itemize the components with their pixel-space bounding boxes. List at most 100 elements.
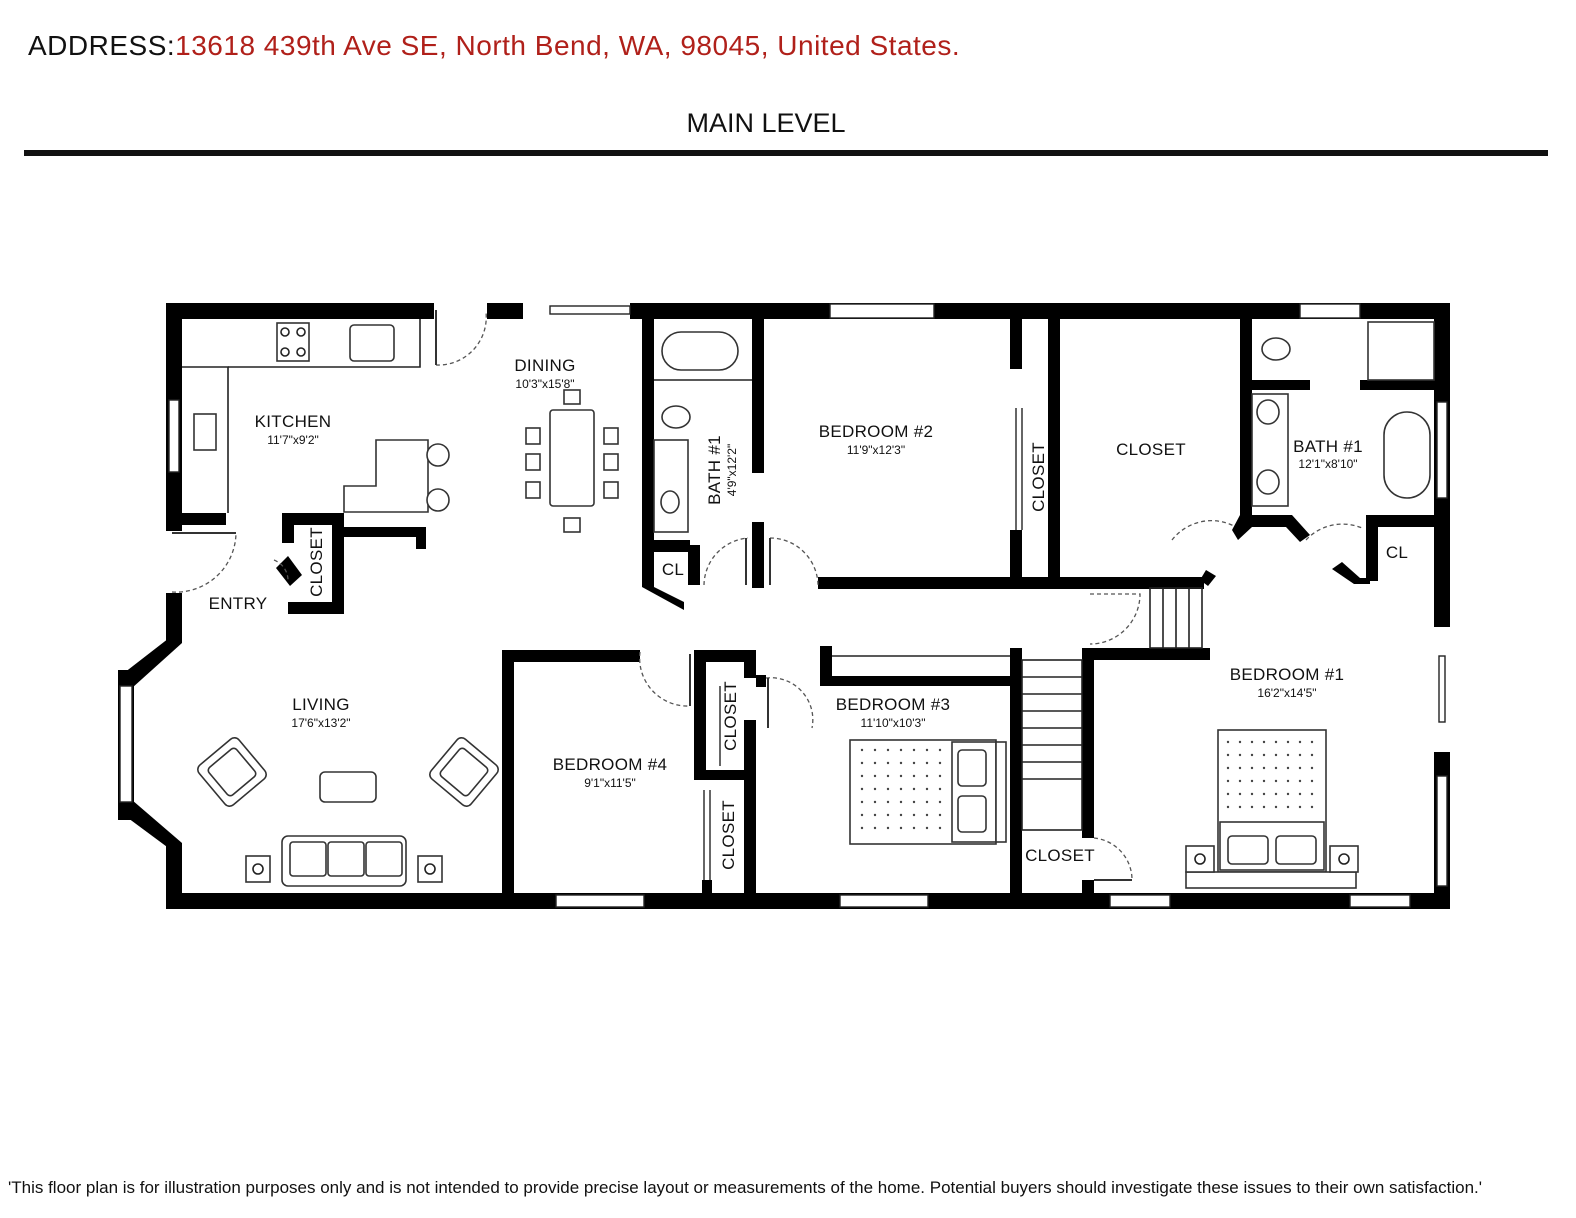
bed-pattern-dot (1286, 792, 1290, 796)
bed-pattern-dot (899, 774, 903, 778)
bed-pattern-dot (860, 748, 864, 752)
bedroom2-label: BEDROOM #2 (819, 422, 933, 441)
stairs (832, 587, 1203, 831)
level-title: MAIN LEVEL (686, 108, 846, 138)
bed-pattern-dot (899, 787, 903, 791)
title-divider (24, 150, 1548, 156)
windows (119, 303, 1448, 908)
bed-pattern-dot (938, 813, 942, 817)
bed-pattern-dot (1238, 740, 1242, 744)
bed-pattern-dot (1310, 792, 1314, 796)
living-dim: 17'6"x13'2" (291, 716, 350, 730)
bed-pattern-dot (1310, 753, 1314, 757)
bed-pattern-dot (873, 774, 877, 778)
bed-pattern-dot (873, 748, 877, 752)
cl-master-label: CL (1386, 543, 1408, 562)
bed-pattern-dot (860, 761, 864, 765)
bed-pattern-dot (1250, 753, 1254, 757)
bed-pattern-dot (873, 813, 877, 817)
bed-pattern-dot (1238, 805, 1242, 809)
bed-pattern-dot (1274, 753, 1278, 757)
bed-pattern-dot (1310, 805, 1314, 809)
bed-pattern-dot (938, 748, 942, 752)
bed-pattern-dot (1298, 779, 1302, 783)
bed-pattern-dot (1238, 766, 1242, 770)
bed-pattern-dot (899, 826, 903, 830)
bed-pattern-dot (925, 800, 929, 804)
bed-pattern-dot (1274, 792, 1278, 796)
bed-pattern-dot (860, 787, 864, 791)
bed-pattern-dot (1226, 766, 1230, 770)
entry-label: ENTRY (209, 594, 268, 613)
bed-pattern-dot (925, 813, 929, 817)
living-furniture (197, 737, 499, 887)
bed-pattern-dot (1250, 779, 1254, 783)
bed-pattern-dot (860, 826, 864, 830)
bed-bedroom1 (1185, 729, 1359, 889)
bed-pattern-dot (1298, 792, 1302, 796)
bath1b-label: BATH #1 (1293, 437, 1363, 456)
bed-pattern-dot (1310, 779, 1314, 783)
bed-pattern-dot (1226, 792, 1230, 796)
bath1a-dim: 4'9"x12'2" (725, 444, 739, 496)
bed-pattern-dot (912, 813, 916, 817)
address-label: ADDRESS: (28, 30, 176, 61)
bed-pattern-dot (938, 826, 942, 830)
bed-pattern-dot (1298, 805, 1302, 809)
bed-pattern-dot (886, 761, 890, 765)
bed-pattern-dot (1238, 779, 1242, 783)
bedroom4-label: BEDROOM #4 (553, 755, 667, 774)
bed-pattern-dot (1250, 740, 1254, 744)
bed-pattern-dot (938, 800, 942, 804)
bed-pattern-dot (912, 800, 916, 804)
dining-table (525, 389, 619, 533)
bedroom4-dim: 9'1"x11'5" (584, 776, 636, 790)
bed-pattern-dot (938, 761, 942, 765)
dining-label: DINING (514, 356, 575, 375)
bed-pattern-dot (1298, 753, 1302, 757)
bedroom1-label: BEDROOM #1 (1230, 665, 1344, 684)
bed-pattern-dot (860, 813, 864, 817)
bed-pattern-dot (1226, 779, 1230, 783)
bed-pattern-dot (912, 774, 916, 778)
bed-pattern-dot (1286, 753, 1290, 757)
bed-pattern-dot (886, 774, 890, 778)
bed-pattern-dot (899, 748, 903, 752)
kitchen-dim: 11'7"x9'2" (267, 433, 319, 447)
bed-pattern-dot (1286, 779, 1290, 783)
bedroom1-dim: 16'2"x14'5" (1257, 686, 1316, 700)
bath-fixtures (653, 321, 1435, 533)
bed-pattern-dot (1250, 792, 1254, 796)
bed-pattern-dot (1310, 766, 1314, 770)
bed-pattern-dot (1274, 779, 1278, 783)
bed-pattern-dot (1286, 766, 1290, 770)
dining-dim: 10'3"x15'8" (515, 377, 574, 391)
bed-pattern-dot (1262, 792, 1266, 796)
bedroom3-label: BEDROOM #3 (836, 695, 950, 714)
bed-pattern-dot (899, 761, 903, 765)
bed-pattern-dot (912, 748, 916, 752)
bed-pattern-dot (912, 826, 916, 830)
disclaimer-text: 'This floor plan is for illustration pur… (8, 1178, 1483, 1197)
address-value: 13618 439th Ave SE, North Bend, WA, 9804… (175, 30, 961, 61)
bed-pattern-dot (925, 761, 929, 765)
bed-pattern-dot (925, 774, 929, 778)
bed-pattern-dot (1250, 805, 1254, 809)
bed-pattern-dot (899, 800, 903, 804)
bath1a-label: BATH #1 (705, 435, 724, 505)
bed-pattern-dot (925, 787, 929, 791)
bed-pattern-dot (1310, 740, 1314, 744)
closet-entry-label: CLOSET (307, 527, 326, 597)
bed-pattern-dot (912, 787, 916, 791)
bed-pattern-dot (1226, 753, 1230, 757)
bed-pattern-dot (1238, 753, 1242, 757)
bed-pattern-dot (873, 761, 877, 765)
bed-pattern-dot (1226, 740, 1230, 744)
bed-bedroom3 (849, 739, 1007, 845)
bed-pattern-dot (1262, 779, 1266, 783)
interior-walls (166, 319, 1440, 902)
bed-pattern-dot (899, 813, 903, 817)
bedroom2-dim: 11'9"x12'3" (847, 443, 905, 457)
closet-stair-label: CLOSET (1025, 846, 1095, 865)
